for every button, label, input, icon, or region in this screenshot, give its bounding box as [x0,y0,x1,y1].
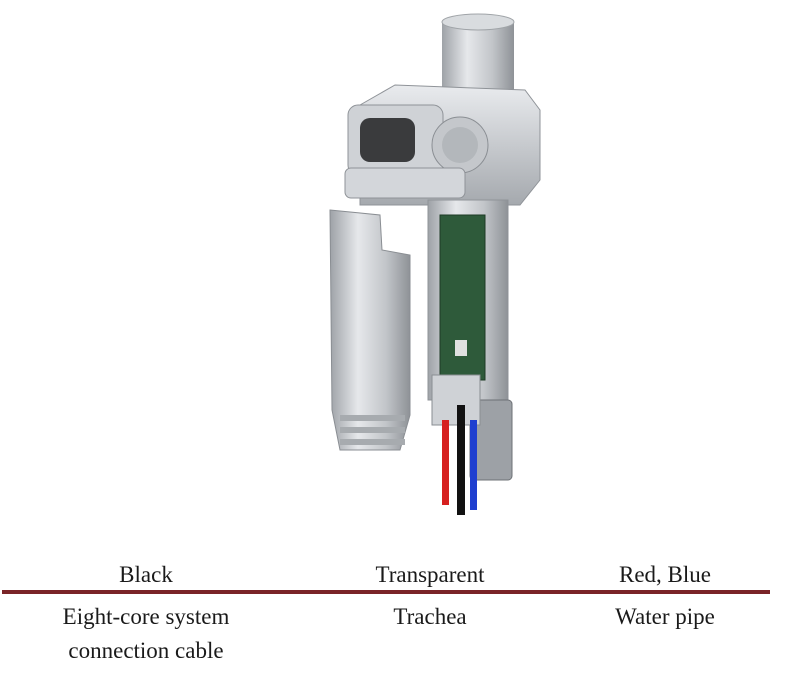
black-cable [457,405,465,515]
header-black: Black [119,562,173,587]
body-column [427,199,509,401]
head-block [344,84,541,206]
table-description-row: Eight-core system connection cable Trach… [0,600,800,680]
header-red-blue: Red, Blue [619,562,711,587]
table-divider [2,590,770,594]
laser-head-illustration [320,10,560,520]
desc-water-pipe: Water pipe [615,604,715,629]
blue-water-pipe [470,420,477,510]
cables [442,405,477,515]
header-transparent: Transparent [375,562,485,587]
laser-head-cutaway-image [329,13,541,515]
nozzle [431,374,513,481]
desc-trachea: Trachea [393,604,467,629]
red-water-pipe [442,420,449,505]
table-header-row: Black Transparent Red, Blue [0,556,800,596]
side-cover [329,209,411,451]
desc-eight-core-cable: Eight-core system connection cable [62,604,230,663]
top-cylinder [441,13,515,103]
